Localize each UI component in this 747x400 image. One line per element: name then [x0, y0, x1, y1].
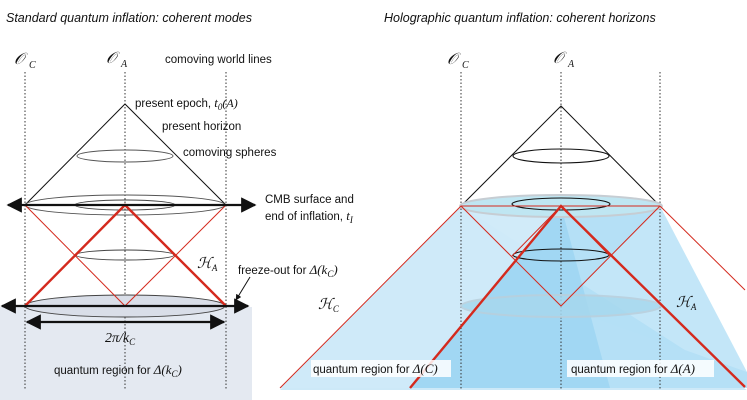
right-panel-title: Holographic quantum inflation: coherent … [384, 11, 656, 25]
horizon-c-label: ℋC [318, 297, 340, 314]
left-panel-title: Standard quantum inflation: coherent mod… [6, 11, 252, 25]
quantum-region-c-label: quantum region for Δ(C) [313, 361, 438, 376]
horizon-a-label: ℋA [197, 256, 218, 273]
end-of-inflation-label: end of inflation, tI [265, 208, 354, 225]
present-horizon-label: present horizon [162, 121, 241, 133]
comoving-sphere-right [512, 148, 610, 164]
observer-a-subscript-right: A [567, 59, 575, 70]
present-epoch-label: present epoch, t0(A) [135, 95, 238, 112]
observer-c-label: 𝒪 [14, 51, 28, 68]
observer-c-subscript-right: C [462, 60, 469, 71]
quantum-region-label: quantum region for Δ(kC) [54, 362, 182, 379]
quantum-region-a-label: quantum region for Δ(A) [571, 361, 695, 376]
horizon-c-right [279, 205, 660, 389]
thin-horizon-lower-right [460, 205, 661, 307]
comoving-worldlines-label: comoving world lines [165, 54, 272, 66]
observer-a-label-right: 𝒪 [553, 50, 567, 67]
comoving-spheres-label: comoving spheres [183, 147, 277, 159]
quantum-region-c-label-bg [311, 360, 451, 377]
comoving-sphere-small [76, 149, 174, 163]
cmb-sphere-right-inner [511, 197, 611, 211]
right-panel: Holographic quantum inflation: coherent … [279, 11, 747, 394]
observer-c-subscript: C [29, 60, 36, 71]
observer-a-label: 𝒪 [106, 50, 120, 67]
past-light-cone [24, 103, 227, 206]
observer-c-label-right: 𝒪 [447, 51, 461, 68]
past-light-cone-right [460, 105, 661, 207]
freezeout-label: freeze-out for Δ(kC) [238, 262, 338, 279]
quantum-region-a-label-bg [567, 360, 714, 377]
wavelength-label: 2π/kC [105, 331, 136, 347]
horizon-a-label-right: ℋA [676, 295, 697, 312]
horizon-c-right-outer [659, 205, 746, 291]
left-panel: Standard quantum inflation: coherent mod… [0, 11, 354, 400]
cmb-surface-label: CMB surface and [265, 194, 354, 206]
freezeout-pointer [235, 276, 251, 301]
observer-a-subscript: A [120, 59, 128, 70]
